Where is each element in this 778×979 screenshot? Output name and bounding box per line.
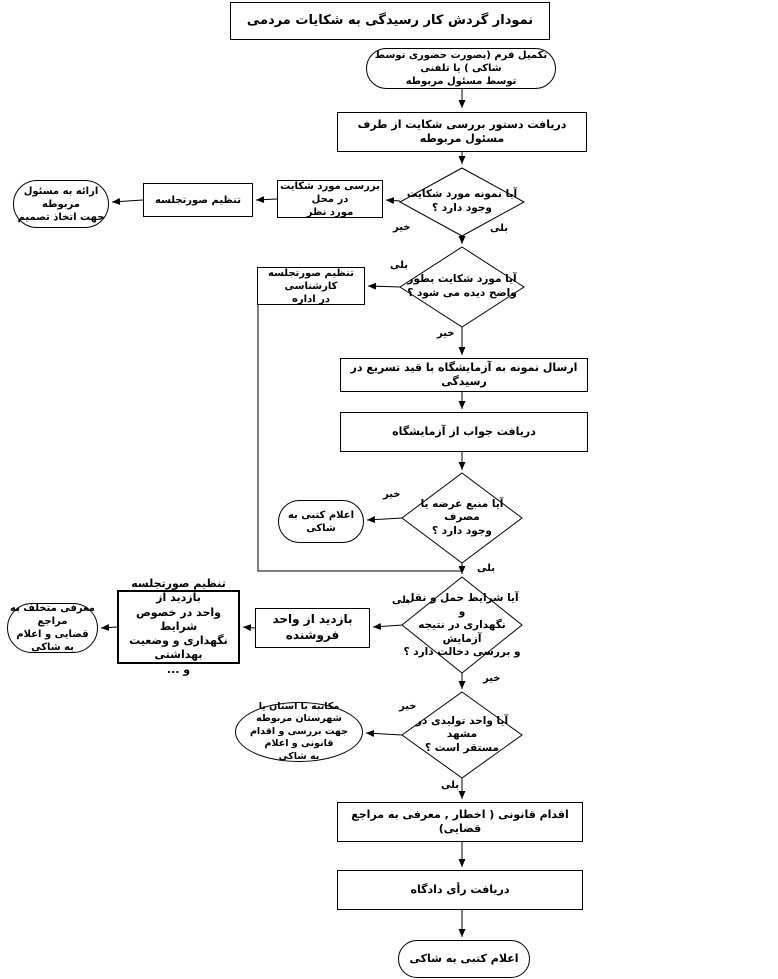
- process-receive-lab-answer: دریافت جواب از آزمایشگاه: [340, 412, 588, 452]
- decision-diamond-sample-exists: [398, 167, 526, 237]
- decision-diamond-transport-conditions: [401, 576, 523, 674]
- decision-transport-conditions-text: آیا شرایط حمل و نقل و نگهداری در نتیجه آ…: [403, 591, 521, 659]
- end-node: اعلام کتبی به شاکی: [398, 940, 530, 978]
- process-court-verdict: دریافت رأی دادگاه: [337, 870, 583, 910]
- terminator-correspond-province: مکاتبه با استان یا شهرستان مربوطه جهت بر…: [235, 701, 363, 762]
- process-legal-action: اقدام قانونی ( اخطار , معرفی به مراجع قض…: [337, 802, 583, 842]
- arrow-d1-no: [385, 197, 401, 205]
- branch-label-yes-2: بلی: [390, 260, 408, 271]
- process-prepare-minutes: تنظیم صورتجلسه: [143, 183, 253, 217]
- terminator-written-notice: اعلام کتبی به شاکی: [278, 500, 364, 543]
- decision-supply-source-text: آیا منبع عرضه یا مصرف وجود دارد ؟: [420, 497, 504, 537]
- arrow-inspect-to-minutes: [255, 196, 278, 204]
- decision-producer-in-mashhad-text: آیا واحد تولیدی در مشهد مستقر است ؟: [415, 714, 509, 754]
- process-visit-seller: بازدید از واحد فروشنده: [255, 608, 370, 648]
- decision-sample-exists-text: آیا نمونه مورد شکایت وجود دارد ؟: [406, 188, 518, 214]
- process-visit-minutes: تنظیم صورتجلسه بازدید از واحد در خصوص شر…: [117, 577, 240, 676]
- process-expert-minutes: تنظیم صورتجلسه کارشناسی در اداره: [257, 267, 365, 305]
- branch-label-no-2: خیر: [437, 328, 455, 339]
- process-receive-order: دریافت دستور بررسی شکایت از طرف مسئول مر…: [337, 112, 587, 152]
- arrow-minutes-to-refer: [100, 624, 118, 631]
- branch-label-no-4: خیر: [483, 673, 501, 684]
- arrow-d4-yes: [372, 622, 403, 630]
- terminator-present-to-official: ارائه به مسئول مربوطه جهت اتخاذ تصمیم: [13, 180, 109, 228]
- branch-label-yes-5: بلی: [441, 780, 459, 791]
- arrow-minutes-to-official: [111, 197, 144, 205]
- arrow-d5-no: [365, 729, 403, 737]
- branch-label-no-3: خیر: [383, 489, 401, 500]
- decision-diamond-producer-in-mashhad: [401, 691, 523, 779]
- arrow-d3-no: [366, 516, 403, 524]
- page-title: نمودار گردش کار رسیدگی به شکایات مردمی: [230, 2, 550, 40]
- decision-diamond-clearly-visible: [399, 246, 525, 328]
- arrow-d2-yes: [367, 282, 401, 290]
- start-node: تکمیل فرم (بصورت حضوری توسط شاکی ) یا تل…: [366, 48, 556, 89]
- process-inspect-site: بررسی مورد شکایت در محل مورد نظر: [277, 180, 383, 218]
- branch-label-no-5: خیر: [399, 701, 417, 712]
- branch-label-no-1: خیر: [393, 222, 411, 233]
- branch-label-yes-1: بلی: [490, 223, 508, 234]
- terminator-refer-offender: معرفی متخلف به مراجع قضایی و اعلام به شا…: [7, 603, 98, 653]
- process-send-to-lab: ارسال نمونه به آزمایشگاه با قید تسریع در…: [340, 358, 588, 392]
- branch-label-yes-3: بلی: [477, 563, 495, 574]
- branch-label-yes-4: بلی: [392, 595, 410, 606]
- arrow-visit-to-minutes: [242, 624, 256, 632]
- decision-diamond-supply-source: [401, 472, 523, 564]
- connector-expert-minutes-merge: [257, 305, 462, 572]
- decision-clearly-visible-text: آیا مورد شکایت بطور واضح دیده می شود ؟: [407, 273, 517, 299]
